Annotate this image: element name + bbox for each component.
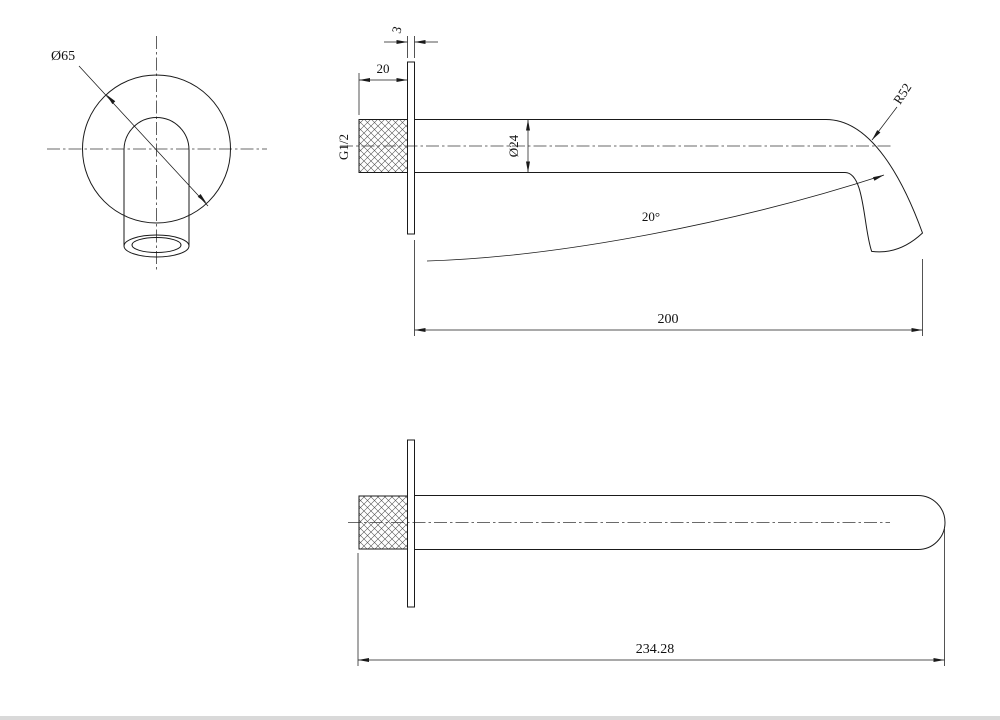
wall-flange (407, 439, 415, 608)
arrowhead (106, 94, 116, 105)
thread-body (358, 119, 408, 173)
front-view: Ø65 (47, 36, 267, 270)
arrowhead (933, 658, 945, 662)
thread-spec-label: G1/2 (336, 134, 351, 160)
dim-thread-length-label: 20 (377, 61, 390, 76)
arrowhead (396, 40, 408, 44)
angle-dim-arc (426, 174, 885, 262)
arrowhead (872, 130, 881, 140)
spout-body-straight (414, 495, 946, 550)
dim-bend-radius-label: R52 (890, 80, 914, 106)
dim-outer-diameter-label: Ø65 (51, 49, 75, 64)
spout-outlet-inner-ellipse (131, 237, 182, 253)
arrowhead (526, 119, 530, 131)
arrowhead (358, 658, 369, 662)
dim-projection-length-label: 200 (658, 312, 679, 327)
arrowhead (526, 161, 530, 173)
arrowhead (911, 328, 923, 332)
side-view-straight: 234.28 (348, 439, 946, 666)
arrowhead (414, 328, 426, 332)
diameter-dim-line (78, 65, 209, 207)
dim-spout-diameter-label: Ø24 (506, 134, 521, 157)
side-view-curved: 3 20 G1/2 Ø24 R52 20° 200 (336, 25, 924, 336)
spout-outlet-outer-ellipse (123, 234, 190, 258)
spout-body-curved (414, 119, 924, 253)
arrowhead (359, 78, 370, 82)
arrowhead (197, 194, 207, 204)
arrowhead (396, 78, 408, 82)
arrowhead (873, 175, 884, 181)
dim-flange-thickness-label: 3 (389, 25, 405, 35)
wall-flange (407, 61, 415, 235)
spout-u-top-arc (123, 117, 190, 151)
flange-outer-circle (82, 74, 231, 224)
bottom-border (0, 716, 1000, 720)
thread-body (358, 495, 408, 550)
dim-outlet-angle-label: 20° (642, 209, 660, 224)
dim-overall-length-label: 234.28 (636, 642, 675, 657)
arrowhead (414, 40, 426, 44)
